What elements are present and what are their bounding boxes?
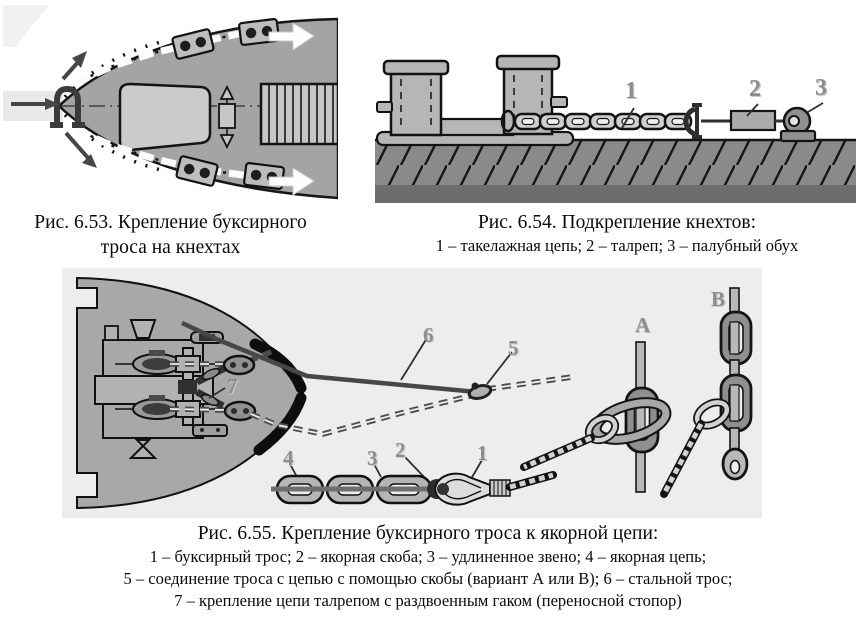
variant-b-label: В xyxy=(711,287,726,311)
bow-shackle xyxy=(50,85,85,128)
figure-654-drawing: 1 2 3 xyxy=(375,33,856,203)
chain-rope-connection-detail xyxy=(271,471,557,506)
rope-direction-arrow xyxy=(268,167,315,196)
caption-line: 5 – соединение троса с цепью с помощью с… xyxy=(123,569,733,588)
figure-653-caption: Рис. 6.53. Крепление буксирного троса на… xyxy=(18,210,323,260)
caption-line: троса на кнехтах xyxy=(100,237,241,258)
part-label-6: 6 xyxy=(423,323,434,347)
bolt xyxy=(216,428,220,432)
caption-line: Рис. 6.55. Крепление буксирного троса к … xyxy=(197,523,659,544)
shackle xyxy=(683,103,731,139)
figure-655-caption: Рис. 6.55. Крепление буксирного троса к … xyxy=(33,521,823,612)
variant-a-connection xyxy=(520,341,672,493)
caption-line: 7 – крепление цепи талрепом с раздвоенны… xyxy=(174,591,682,610)
towing-to-anchor-chain-illustration xyxy=(76,276,753,510)
bolt xyxy=(200,428,204,432)
deck-grating xyxy=(259,82,338,146)
part-label-7: 7 xyxy=(227,374,238,398)
towing-rope-bottom xyxy=(73,125,282,184)
leader-line xyxy=(486,351,513,385)
steel-wire xyxy=(181,320,478,395)
caption-line: Рис. 6.53. Крепление буксирного xyxy=(34,212,307,233)
variant-a-label: А xyxy=(635,313,651,337)
pull-arrow-up xyxy=(61,51,87,81)
part-label-5: 5 xyxy=(508,336,519,360)
chain-highlight xyxy=(486,376,573,390)
forked-hook-stopper xyxy=(178,364,227,410)
deck-hatch xyxy=(118,82,212,152)
bow-edge xyxy=(249,338,307,394)
part-label-2: 2 xyxy=(395,438,406,462)
figure-655-drawing: 6 5 7 4 3 2 1 А В xyxy=(62,268,762,518)
part-label-2: 2 xyxy=(749,76,761,102)
leader-line xyxy=(746,103,759,117)
anchor-chain-exit xyxy=(247,348,275,364)
caption-line: 1 – буксирный трос; 2 – якорная скоба; 3… xyxy=(149,547,707,566)
leader-line xyxy=(373,463,382,478)
figure-653-drawing xyxy=(3,5,338,205)
bollard-pair xyxy=(175,155,219,187)
rope-direction-arrow xyxy=(268,22,315,51)
part-label-3: 3 xyxy=(815,75,827,101)
rigging-chain xyxy=(500,109,693,133)
bolted-plate xyxy=(192,424,228,437)
pull-arrow-horizontal xyxy=(11,98,59,110)
leader-line xyxy=(403,455,426,479)
connecting-shackle xyxy=(467,382,493,400)
chain-highlight xyxy=(250,393,479,435)
wire-cleat-slot xyxy=(199,334,215,341)
leader-line xyxy=(208,387,226,399)
bollard-left xyxy=(376,59,450,137)
part-label-4: 4 xyxy=(283,446,294,470)
part-label-1: 1 xyxy=(477,441,488,465)
turnbuckle xyxy=(729,109,785,132)
bollard-pair xyxy=(171,28,215,60)
pull-arrow-down xyxy=(64,131,97,168)
part-label-3: 3 xyxy=(367,446,378,470)
caption-line: Рис. 6.54. Подкрепление кнехтов: xyxy=(477,212,757,233)
background-smudge xyxy=(3,5,49,47)
part-label-1: 1 xyxy=(625,78,637,104)
deck xyxy=(375,138,856,203)
figure-654-caption: Рис. 6.54. Подкрепление кнехтов: 1 – так… xyxy=(392,210,842,257)
variant-b-connection xyxy=(660,287,753,498)
bollard-reinforcement-illustration xyxy=(375,54,856,203)
anchor-chain-continuation xyxy=(486,374,573,392)
caption-line: 1 – такелажная цепь; 2 – талреп; 3 – пал… xyxy=(435,236,799,255)
leader-line xyxy=(470,459,483,480)
leader-line xyxy=(400,337,428,381)
deck-eye xyxy=(779,106,817,143)
center-fitting xyxy=(218,84,236,150)
leader-line xyxy=(621,107,635,129)
chain-highlight xyxy=(169,408,226,411)
leader-line xyxy=(807,102,824,113)
fairlead-chock xyxy=(222,354,257,422)
ship-bow-topview-illustration xyxy=(3,5,338,200)
